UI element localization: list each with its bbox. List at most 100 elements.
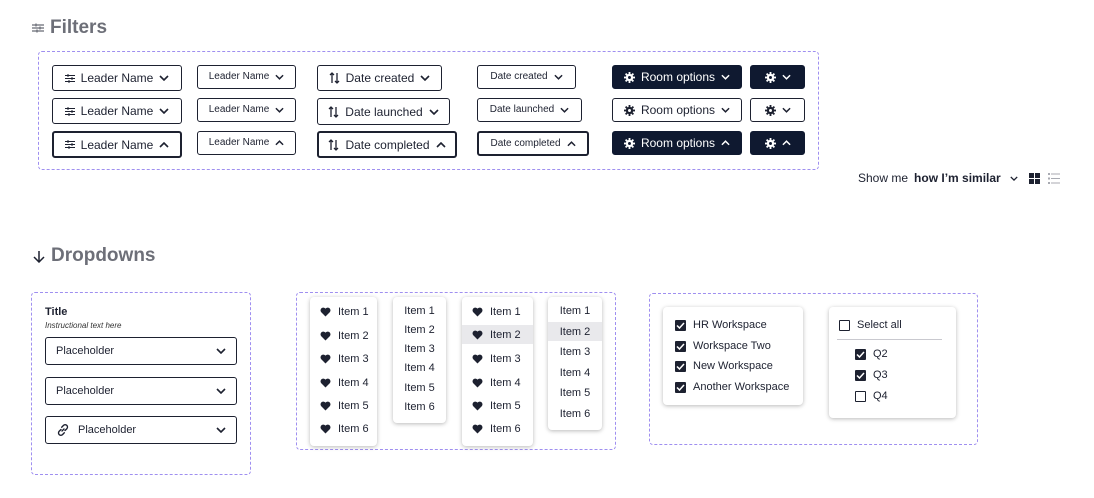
menu-item[interactable]: Item 5 xyxy=(472,400,521,412)
menu-item[interactable]: Item 1 xyxy=(472,306,521,318)
date-created-small-button[interactable]: Date created xyxy=(477,65,576,89)
checkbox-menus-container xyxy=(649,293,978,445)
menu-item-label: Item 6 xyxy=(338,423,369,435)
date-launched-sort-button[interactable]: Date launched xyxy=(317,98,450,125)
list-view-icon[interactable] xyxy=(1047,172,1060,184)
menu-item[interactable]: Item 5 xyxy=(548,387,602,399)
menu-item[interactable]: Item 3 xyxy=(320,353,369,365)
date-completed-small-button[interactable]: Date completed xyxy=(477,131,589,156)
chevron-up-icon xyxy=(566,140,576,147)
heart-icon xyxy=(472,401,483,411)
date-launched-small-button[interactable]: Date launched xyxy=(477,98,582,122)
checkbox-checked[interactable] xyxy=(855,369,866,381)
room-options-button[interactable]: Room options xyxy=(612,98,742,122)
menu-item-highlighted[interactable]: Item 2 xyxy=(462,325,533,344)
quarter-option[interactable]: Q2 xyxy=(855,348,888,360)
checkbox-checked[interactable] xyxy=(675,319,686,331)
menu-item[interactable]: Item 6 xyxy=(472,423,521,435)
menu-item-label: Item 6 xyxy=(559,408,591,420)
link-placeholder-select[interactable]: Placeholder xyxy=(45,416,237,444)
quarter-option[interactable]: Q3 xyxy=(855,369,888,381)
menu-item[interactable]: Item 2 xyxy=(320,330,369,342)
checkbox-unchecked[interactable] xyxy=(839,319,850,331)
room-options-label: Room options xyxy=(640,136,716,150)
menu-item[interactable]: Item 1 xyxy=(393,305,446,317)
menu-item-label: Item 5 xyxy=(404,382,435,394)
date-completed-sort-button[interactable]: Date completed xyxy=(317,131,457,158)
settings-icon-button[interactable] xyxy=(750,65,805,89)
menu-item-label: Item 4 xyxy=(404,362,435,374)
menu-item-label: Item 4 xyxy=(338,377,369,389)
select-value: Placeholder xyxy=(78,424,137,436)
menu-item[interactable]: Item 6 xyxy=(320,423,369,435)
chevron-down-icon[interactable] xyxy=(1010,175,1018,181)
chevron-up-icon xyxy=(275,140,284,146)
menu-item[interactable]: Item 3 xyxy=(472,353,521,365)
menu-item[interactable]: Item 6 xyxy=(393,401,446,413)
menu-item-label: Item 6 xyxy=(490,423,521,435)
room-options-button[interactable]: Room options xyxy=(612,65,742,89)
leader-name-label: Leader Name xyxy=(80,104,154,118)
select-all-option[interactable]: Select all xyxy=(839,319,902,331)
leader-name-small-button[interactable]: Leader Name xyxy=(197,65,296,89)
workspace-option[interactable]: Workspace Two xyxy=(675,340,771,352)
leader-name-filter-button-open[interactable]: Leader Name xyxy=(52,131,182,158)
filter-sliders-icon xyxy=(32,23,44,33)
workspace-option[interactable]: Another Workspace xyxy=(675,381,789,393)
quarter-label: Q3 xyxy=(873,369,888,381)
menu-item-highlighted[interactable]: Item 2 xyxy=(548,322,602,341)
menu-item[interactable]: Item 1 xyxy=(548,305,602,317)
settings-icon-button-open[interactable] xyxy=(750,131,805,155)
leader-name-filter-button[interactable]: Leader Name xyxy=(52,65,182,91)
icon-menu-hover: Item 1 Item 2 Item 3 Item 4 Item 5 Item … xyxy=(462,297,533,446)
menu-item-label: Item 3 xyxy=(338,353,369,365)
leader-name-label: Leader Name xyxy=(80,71,154,85)
placeholder-select[interactable]: Placeholder xyxy=(45,377,237,405)
menu-item[interactable]: Item 1 xyxy=(320,306,369,318)
workspace-option[interactable]: HR Workspace xyxy=(675,319,767,331)
menu-item[interactable]: Item 3 xyxy=(548,346,602,358)
chevron-down-icon xyxy=(721,74,730,80)
heart-icon xyxy=(320,401,331,411)
quarter-option[interactable]: Q4 xyxy=(855,390,888,402)
heart-icon xyxy=(472,378,483,388)
checkbox-checked[interactable] xyxy=(675,360,686,372)
checkbox-checked[interactable] xyxy=(675,340,686,352)
chevron-up-icon xyxy=(781,140,791,146)
leader-name-filter-button[interactable]: Leader Name xyxy=(52,98,182,124)
filters-title: Filters xyxy=(50,17,108,38)
checkbox-checked[interactable] xyxy=(855,348,866,360)
menu-item[interactable]: Item 4 xyxy=(320,377,369,389)
workspace-label: HR Workspace xyxy=(693,319,767,331)
workspace-checkbox-menu: HR Workspace Workspace Two New Workspace… xyxy=(663,307,803,405)
checkbox-unchecked[interactable] xyxy=(855,390,866,402)
menu-item-label: Item 1 xyxy=(559,305,591,317)
show-me-control[interactable]: Show me how I’m similar xyxy=(858,171,1060,185)
show-me-selected[interactable]: how I’m similar xyxy=(914,171,1001,185)
placeholder-select[interactable]: Placeholder xyxy=(45,337,237,365)
menu-item[interactable]: Item 4 xyxy=(548,367,602,379)
menu-item[interactable]: Item 5 xyxy=(393,382,446,394)
leader-name-small-button-open[interactable]: Leader Name xyxy=(197,131,296,155)
menu-item[interactable]: Item 4 xyxy=(393,362,446,374)
leader-name-small-button[interactable]: Leader Name xyxy=(197,98,296,122)
room-options-button-open[interactable]: Room options xyxy=(612,131,742,155)
menu-item[interactable]: Item 6 xyxy=(548,408,602,420)
gear-icon xyxy=(764,137,776,149)
dropdowns-heading: Dropdowns xyxy=(33,245,156,267)
date-created-sort-button[interactable]: Date created xyxy=(317,65,442,91)
menu-item[interactable]: Item 3 xyxy=(393,343,446,355)
menu-item[interactable]: Item 2 xyxy=(393,324,446,336)
menu-item[interactable]: Item 5 xyxy=(320,400,369,412)
heart-icon xyxy=(320,378,331,388)
text-menu-hover: Item 1 Item 2 Item 3 Item 4 Item 5 Item … xyxy=(548,297,602,430)
select-value: Placeholder xyxy=(56,345,115,357)
heart-icon xyxy=(320,307,331,317)
leader-name-label: Leader Name xyxy=(208,137,270,148)
grid-view-icon[interactable] xyxy=(1028,172,1040,184)
workspace-option[interactable]: New Workspace xyxy=(675,360,773,372)
checkbox-checked[interactable] xyxy=(675,381,686,393)
menu-item[interactable]: Item 4 xyxy=(472,377,521,389)
settings-icon-button[interactable] xyxy=(750,98,805,122)
sort-arrows-icon xyxy=(329,72,340,84)
